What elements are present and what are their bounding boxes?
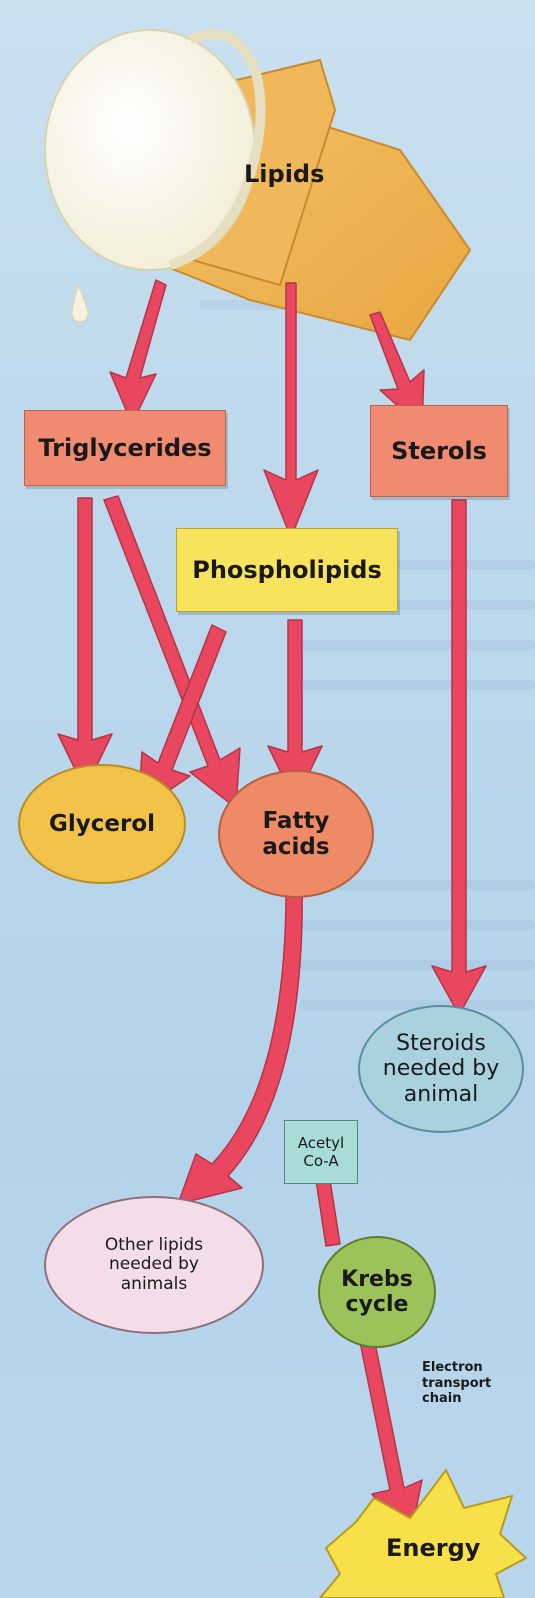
steroids-label-line3: animal bbox=[403, 1081, 479, 1107]
background-texture bbox=[300, 680, 535, 690]
glycerol-label: Glycerol bbox=[48, 810, 155, 837]
etc-label-line1: Electron bbox=[422, 1360, 483, 1375]
acetyl-coa-label-line1: Acetyl bbox=[297, 1134, 345, 1152]
arrow-fatty-acids-to-other-lipids bbox=[177, 879, 303, 1205]
krebs-label-line2: cycle bbox=[345, 1292, 409, 1317]
sterols-box: Sterols bbox=[370, 405, 508, 497]
triglycerides-box: Triglycerides bbox=[24, 410, 226, 486]
krebs-label-line1: Krebs bbox=[341, 1266, 413, 1292]
ice-cream-cone-illustration bbox=[44, 29, 472, 342]
arrow-sterols-to-steroids bbox=[431, 499, 487, 1016]
steroids-label-line2: needed by bbox=[382, 1056, 500, 1082]
arrow-lipids-to-phospholipids bbox=[263, 282, 319, 539]
other-lipids-oval: Other lipids needed by animals bbox=[44, 1196, 264, 1334]
background-texture bbox=[300, 880, 535, 890]
electron-transport-chain-label: Electron transport chain bbox=[422, 1360, 491, 1407]
triglycerides-label: Triglycerides bbox=[38, 434, 212, 462]
krebs-cycle-oval: Krebs cycle bbox=[318, 1236, 436, 1348]
other-lipids-label-line1: Other lipids bbox=[104, 1234, 204, 1255]
arrow-triglycerides-to-fatty-acids bbox=[103, 495, 241, 809]
background-texture bbox=[300, 600, 535, 610]
background-texture bbox=[330, 560, 535, 570]
etc-label-line2: transport bbox=[422, 1375, 492, 1391]
background-texture bbox=[300, 1000, 535, 1010]
other-lipids-label-line2: needed by bbox=[109, 1254, 199, 1275]
background-texture bbox=[300, 640, 535, 650]
lipids-label: Lipids bbox=[244, 160, 325, 188]
other-lipids-label-line3: animals bbox=[120, 1273, 188, 1294]
phospholipids-label: Phospholipids bbox=[192, 556, 382, 584]
fatty-acids-label-line1: Fatty bbox=[262, 807, 330, 834]
arrow-lipids-to-sterols bbox=[369, 311, 425, 429]
steroids-label-line1: Steroids bbox=[396, 1031, 486, 1057]
energy-label: Energy bbox=[386, 1534, 481, 1562]
arrow-lipids-to-triglycerides bbox=[109, 279, 167, 425]
arrow-acetyl-to-krebs bbox=[315, 1179, 341, 1247]
steroids-oval: Steroids needed by animal bbox=[358, 1005, 524, 1133]
acetyl-coa-label-line2: Co-A bbox=[303, 1152, 339, 1170]
glycerol-oval: Glycerol bbox=[18, 764, 186, 884]
etc-label-line3: chain bbox=[422, 1391, 462, 1407]
arrow-triglycerides-to-glycerol bbox=[57, 497, 113, 791]
sterols-label: Sterols bbox=[391, 437, 487, 465]
background-texture bbox=[300, 920, 535, 930]
fatty-acids-oval: Fatty acids bbox=[218, 770, 374, 898]
phospholipids-box: Phospholipids bbox=[176, 528, 398, 612]
fatty-acids-label-line2: acids bbox=[262, 834, 330, 860]
energy-starburst bbox=[318, 1468, 528, 1598]
background-texture bbox=[300, 960, 535, 970]
acetyl-coa-box: Acetyl Co-A bbox=[284, 1120, 358, 1184]
